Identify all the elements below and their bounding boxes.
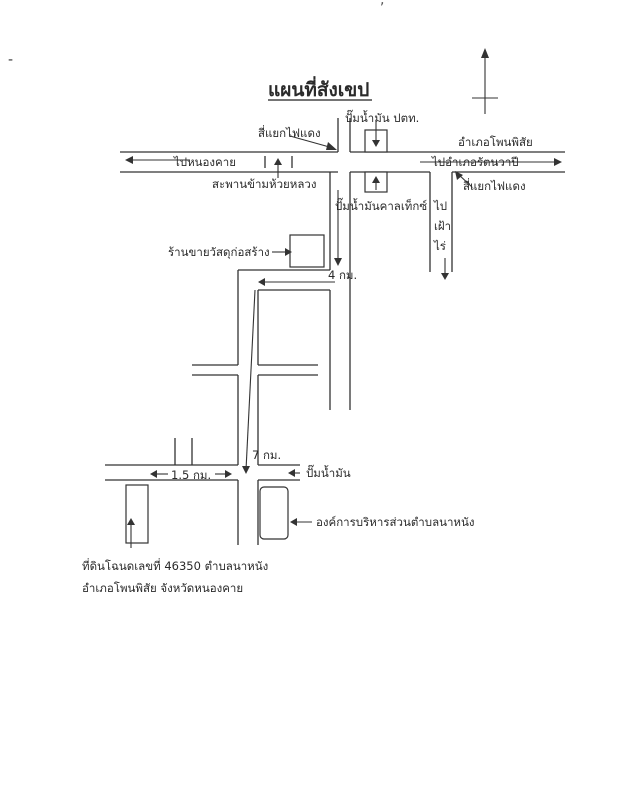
label-land-title-line1: ที่ดินโฉนดเลขที่ 46350 ตำบลนาหนัง bbox=[82, 558, 268, 573]
label-to-nong-khai: ไปหนองคาย bbox=[173, 155, 236, 169]
label-phon-phisai-district: อำเภอโพนพิสัย bbox=[458, 135, 533, 149]
north-arrow-icon bbox=[472, 48, 498, 114]
label-caltex-station: ปั๊มน้ำมันคาลเท็กซ์ bbox=[335, 197, 427, 213]
lower-cross-road bbox=[105, 438, 300, 481]
label-distance-1-5km: 1.5 กม. bbox=[171, 468, 211, 482]
sao-building bbox=[259, 486, 289, 540]
label-gas-station: ปั๊มน้ำมัน bbox=[306, 464, 351, 480]
label-ptt-station: ปั๊มน้ำมัน ปตท. bbox=[345, 109, 419, 125]
label-land-title-line2: อำเภอโพนพิสัย จังหวัดหนองคาย bbox=[82, 581, 243, 595]
label-sao-office: องค์การบริหารส่วนตำบลนาหนัง bbox=[316, 515, 475, 529]
label-distance-4km: 4 กม. bbox=[328, 268, 357, 282]
fao-rai-road bbox=[429, 172, 453, 272]
top-edge-mark: , bbox=[380, 0, 385, 8]
map-title: แผนที่สังเขป bbox=[268, 76, 369, 101]
label-to-fao-rai-1: ไป bbox=[433, 199, 447, 213]
main-south-road bbox=[329, 172, 351, 410]
arrows bbox=[125, 122, 562, 548]
land-plot-building bbox=[125, 484, 149, 544]
label-distance-7km: 7 กม. bbox=[252, 448, 281, 462]
bridge-mark bbox=[264, 156, 293, 168]
margin-dash-mark: - bbox=[8, 52, 14, 68]
label-to-rattanawapi: ไปอำเภอรัตนวาปี bbox=[431, 155, 519, 169]
label-traffic-light-right: สี่แยกไฟแดง bbox=[463, 178, 526, 193]
label-traffic-light-left: สี่แยกไฟแดง bbox=[258, 125, 321, 140]
label-to-fao-rai-3: ไร่ bbox=[433, 239, 446, 253]
north-road bbox=[337, 118, 351, 152]
label-hardware-store: ร้านขายวัสดุก่อสร้าง bbox=[168, 245, 270, 259]
label-to-fao-rai-2: เฝ้า bbox=[434, 219, 451, 233]
hardware-store-building bbox=[289, 234, 325, 268]
branch-road bbox=[237, 269, 330, 545]
label-bridge: สะพานข้ามห้วยหลวง bbox=[212, 177, 316, 191]
middle-cross-road bbox=[192, 364, 318, 376]
